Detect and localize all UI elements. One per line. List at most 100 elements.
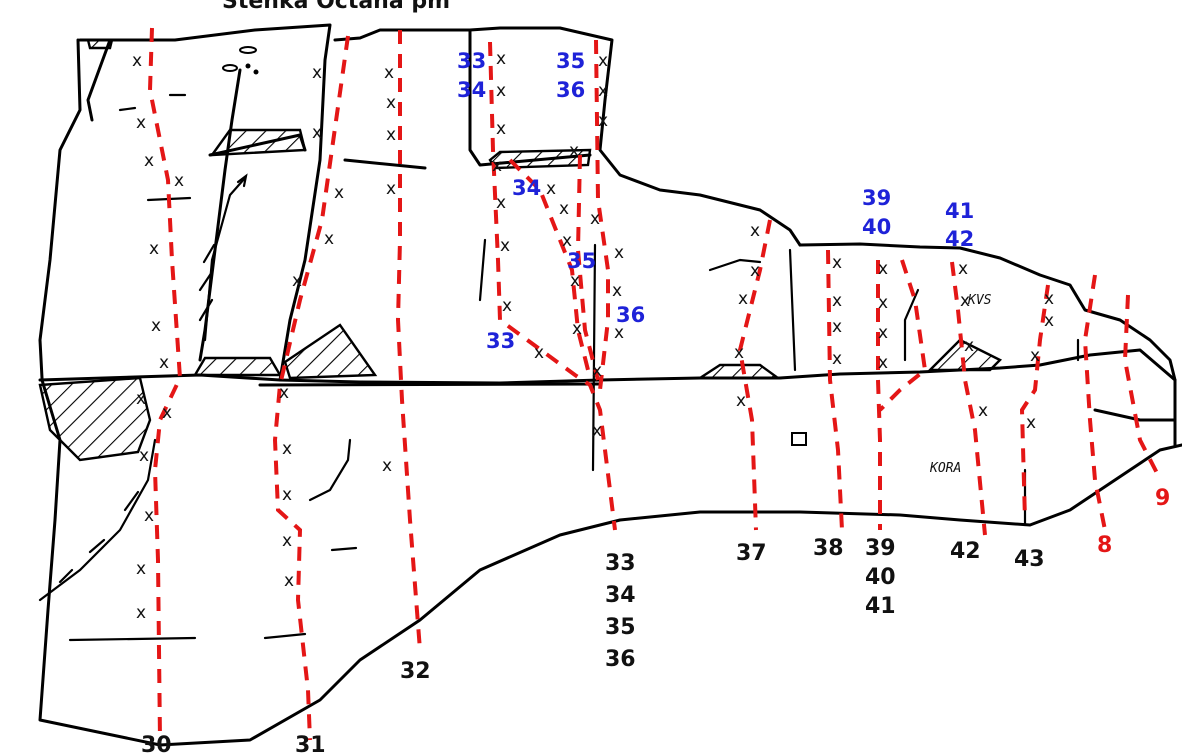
bolt-marker: x (1026, 413, 1036, 433)
upper-label-34b: 34 (512, 176, 541, 200)
rock-holes (222, 46, 807, 446)
bolt-marker: x (750, 261, 760, 281)
route-8 (1082, 274, 1107, 531)
bolt-marker: x (284, 571, 294, 591)
bolt-marker: x (878, 323, 888, 343)
upper-label-36a: 36 (556, 78, 585, 102)
bolt-marker: x (614, 243, 624, 263)
route-39 (876, 260, 882, 530)
upper-label-35b: 35 (567, 249, 596, 273)
route-lines (147, 27, 1160, 741)
bolt-marker: x (496, 193, 506, 213)
bolt-marker: x (136, 559, 146, 579)
bolt-marker: x (1044, 311, 1054, 331)
route-label-39: 39 (865, 536, 896, 561)
bolt-marker: x (750, 221, 760, 241)
bolt-marker: x (144, 151, 154, 171)
route-38 (826, 249, 844, 531)
bolt-marker: x (136, 603, 146, 623)
bolt-marker: x (282, 531, 292, 551)
bolt-marker: x (734, 343, 744, 363)
route-34 (508, 158, 592, 379)
bolt-marker: x (312, 123, 322, 143)
bolt-marker: x (878, 259, 888, 279)
bolt-marker: x (292, 271, 302, 291)
route-33 (488, 41, 617, 531)
route-label-37: 37 (736, 541, 767, 566)
bolt-marker: x (174, 171, 184, 191)
bolt-marker: x (590, 209, 600, 229)
bolt-marker: x (559, 199, 569, 219)
bolt-marker: x (598, 111, 608, 131)
bolt-marker: x (569, 141, 579, 161)
route-30 (147, 27, 183, 741)
bolt-marker: x (562, 231, 572, 251)
bolt-marker: x (496, 49, 506, 69)
route-35 (575, 154, 600, 381)
route-label-31: 31 (295, 733, 326, 754)
bolt-marker: x (570, 271, 580, 291)
route-label-9: 9 (1155, 486, 1170, 511)
upper-label-33b: 33 (486, 329, 515, 353)
route-label-30: 30 (141, 733, 172, 754)
route-label-36: 36 (605, 647, 636, 672)
bolt-marker: x (282, 439, 292, 459)
bolt-marker: x (149, 239, 159, 259)
bolt-marker: x (144, 506, 154, 526)
upper-label-42: 42 (945, 227, 974, 251)
bolt-marker: x (592, 421, 602, 441)
bolt-marker: x (162, 403, 172, 423)
note-kvs: KVS (967, 293, 992, 308)
bolt-marker: x (151, 316, 161, 336)
route-label-43: 43 (1014, 547, 1045, 572)
route-label-33: 33 (605, 551, 636, 576)
upper-label-40: 40 (862, 215, 891, 239)
route-9 (1122, 294, 1160, 476)
bolt-marker: x (958, 259, 968, 279)
upper-label-33a: 33 (457, 49, 486, 73)
route-label-34: 34 (605, 583, 636, 608)
bolt-marker: x (159, 353, 169, 373)
route-label-41: 41 (865, 594, 896, 619)
bolt-marker: x (832, 291, 842, 311)
bolt-marker: x (132, 51, 142, 71)
route-label-38: 38 (813, 536, 844, 561)
bolt-marker: x (496, 81, 506, 101)
bolt-marker: x (1030, 346, 1040, 366)
upper-label-41: 41 (945, 199, 974, 223)
upper-label-36b: 36 (616, 303, 645, 327)
bolt-marker: x (139, 446, 149, 466)
bolt-marker: x (386, 125, 396, 145)
route-40-41 (878, 259, 928, 412)
bolt-marker: x (878, 353, 888, 373)
bolt-marker: x (502, 296, 512, 316)
bolt-marker: x (960, 291, 970, 311)
route-36 (594, 39, 610, 391)
bolt-markers: xxxxxxxxxxxxxxxxxxxxxxxxxxxxxxxxxxxxxxxx… (132, 49, 1054, 623)
bolt-marker: x (496, 119, 506, 139)
bolt-marker: x (382, 456, 392, 476)
bolt-marker: x (572, 319, 582, 339)
bolt-marker: x (832, 317, 842, 337)
bolt-marker: x (598, 81, 608, 101)
route-42 (950, 261, 987, 536)
route-label-32: 32 (400, 659, 431, 684)
bolt-marker: x (384, 63, 394, 83)
overhang-hatches (38, 38, 1003, 462)
bolt-marker: x (598, 51, 608, 71)
bolt-marker: x (736, 391, 746, 411)
bolt-marker: x (1044, 289, 1054, 309)
bolt-marker: x (386, 179, 396, 199)
bolt-marker: x (978, 401, 988, 421)
bolt-marker: x (832, 349, 842, 369)
bolt-marker: x (334, 183, 344, 203)
bolt-marker: x (500, 236, 510, 256)
route-31 (272, 35, 350, 741)
upper-label-39: 39 (862, 186, 891, 210)
bolt-marker: x (492, 156, 502, 176)
topo-title: Stěnka Octana pm (222, 0, 450, 14)
bolt-marker: x (878, 293, 888, 313)
bolt-marker: x (964, 336, 974, 356)
route-37 (737, 219, 772, 531)
